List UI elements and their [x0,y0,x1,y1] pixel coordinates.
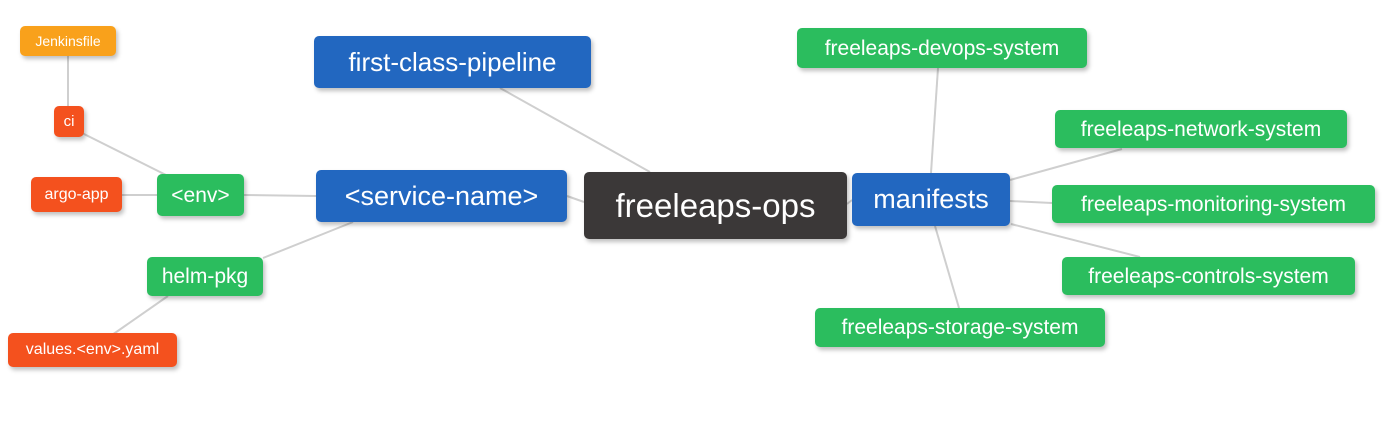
node-service-name[interactable]: <service-name> [316,170,567,222]
node-freeleaps-devops-system[interactable]: freeleaps-devops-system [797,28,1087,68]
node-freeleaps-network-system[interactable]: freeleaps-network-system [1055,110,1347,148]
node-env[interactable]: <env> [157,174,244,216]
node-values-env-yaml[interactable]: values.<env>.yaml [8,333,177,367]
edge-env-service-name [243,194,317,197]
node-helm-pkg[interactable]: helm-pkg [147,257,263,296]
node-first-class-pipeline[interactable]: first-class-pipeline [314,36,591,88]
edge-service-name-freeleaps-ops [566,195,585,203]
edge-pipeline-freeleaps-ops [499,87,651,173]
node-argo-app[interactable]: argo-app [31,177,122,212]
node-jenkinsfile[interactable]: Jenkinsfile [20,26,116,56]
node-freeleaps-ops-root[interactable]: freeleaps-ops [584,172,847,239]
edge-manifests-network-system [1009,148,1123,181]
edge-manifests-monitoring-system [1009,200,1053,204]
edge-values-helm-pkg [111,295,169,336]
node-freeleaps-monitoring-system[interactable]: freeleaps-monitoring-system [1052,185,1375,223]
edge-manifests-devops-system [930,67,939,174]
node-ci[interactable]: ci [54,106,84,137]
node-freeleaps-storage-system[interactable]: freeleaps-storage-system [815,308,1105,347]
edge-manifests-storage-system [934,225,960,309]
edge-ci-env [81,132,173,179]
edge-manifests-controls-system [1010,223,1141,258]
edge-freeleaps-ops-manifests [846,199,853,205]
node-freeleaps-controls-system[interactable]: freeleaps-controls-system [1062,257,1355,295]
node-manifests[interactable]: manifests [852,173,1010,226]
edge-helm-pkg-service-name [262,221,354,259]
